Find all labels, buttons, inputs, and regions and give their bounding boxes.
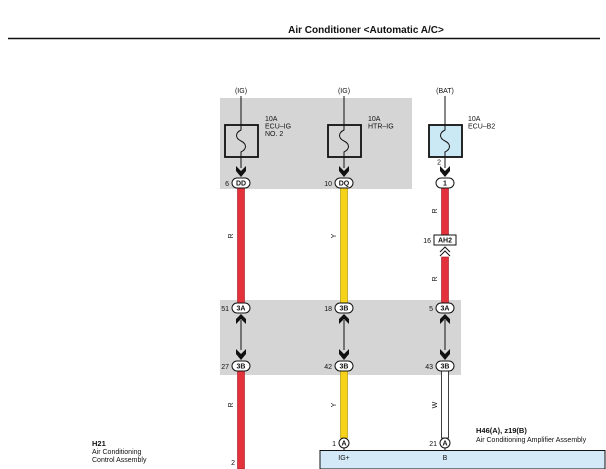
junction-lower-code: 3B — [340, 364, 349, 371]
junction-lower-pin: 42 — [324, 364, 332, 371]
junction-upper-pin: 18 — [324, 306, 332, 313]
fuse-rating: 10A — [265, 116, 278, 123]
terminal-arrow-up-icon — [236, 314, 246, 324]
wire-htr-ig-lower — [340, 370, 348, 439]
terminal-arrow-up-icon — [440, 314, 450, 324]
circuit-ecu-ig-no2: (IG) 10A ECU–IG NO. 2 DD 6 R 3A 51 3B 27… — [221, 88, 291, 467]
connector-dq-code: DQ — [339, 181, 350, 188]
fuse-element-icon — [339, 125, 349, 157]
junction-upper-code: 3A — [237, 306, 246, 313]
power-source-label: (IG) — [338, 88, 350, 95]
page-title: Air Conditioner <Automatic A/C> — [288, 25, 444, 36]
wire-color-upper: Y — [331, 233, 338, 238]
fuse-terminal-pin: 2 — [437, 160, 441, 167]
terminal-arrow-down-icon — [440, 349, 450, 360]
terminal-arrow-down-icon — [440, 166, 450, 177]
junction-lower-pin: 43 — [425, 364, 433, 371]
fuse-name: ECU–IG — [265, 124, 291, 131]
end-terminal-pin: 1 — [332, 441, 336, 448]
fuse-rating: 10A — [368, 116, 381, 123]
fuse-rating: 10A — [468, 116, 481, 123]
fuse-name: HTR–IG — [368, 124, 394, 131]
end-terminal-connector: A — [442, 441, 447, 448]
control-name-line2: Control Assembly — [92, 457, 147, 464]
fuse-element-icon — [236, 125, 246, 157]
amplifier-assembly: H46(A), z19(B) Air Conditioning Amplifie… — [319, 426, 606, 469]
control-name-line1: Air Conditioning — [92, 449, 142, 456]
junction-lower-code: 3B — [237, 364, 246, 371]
junction-connector-lower — [334, 360, 354, 372]
connector-dd-pin: 6 — [225, 181, 229, 188]
terminal-arrow-down-icon — [339, 349, 349, 360]
wire-ecu-ig-lower — [237, 370, 245, 469]
circuit-htr-ig: (IG) 10A HTR–IG DQ 10 Y 3B 18 3B 42 Y A … — [324, 88, 394, 451]
wire-color-lower: W — [432, 401, 439, 408]
wire-ecu-b2-middle — [441, 256, 449, 304]
control-assembly: H21 Air Conditioning Control Assembly — [92, 439, 147, 464]
junction-upper-code: 3B — [340, 306, 349, 313]
connector-1 — [435, 177, 455, 189]
wire-color-middle: R — [432, 276, 439, 281]
end-pin: 2 — [231, 460, 235, 467]
amplifier-terminal-b: B — [443, 455, 448, 462]
terminal-arrow-up-icon — [339, 314, 349, 324]
power-source-label: (BAT) — [436, 88, 454, 95]
fuse-element-icon — [440, 125, 450, 157]
connector-dd-code: DD — [236, 181, 246, 188]
amplifier-terminal-ig: IG+ — [338, 455, 349, 462]
junction-upper-code: 3A — [441, 306, 450, 313]
junction-connector-lower — [435, 360, 455, 372]
connector-1-code: 1 — [443, 181, 447, 188]
junction-upper-pin: 51 — [221, 306, 229, 313]
junction-connector-upper — [435, 302, 455, 314]
wire-color-lower: R — [228, 402, 235, 407]
wire-ecu-ig-upper — [237, 187, 245, 304]
inline-connector-pin: 16 — [423, 238, 431, 245]
power-source-label: (IG) — [235, 88, 247, 95]
junction-upper-pin: 5 — [429, 306, 433, 313]
end-terminal-pin: 21 — [429, 441, 437, 448]
junction-lower-code: 3B — [441, 364, 450, 371]
double-chevron-up-icon — [439, 246, 451, 253]
fuse-block-shade — [220, 98, 412, 189]
terminal-arrow-down-icon — [339, 166, 349, 177]
wire-color-upper: R — [228, 233, 235, 238]
junction-connector-upper — [334, 302, 354, 314]
connector-dd — [231, 177, 251, 189]
wire-color-lower: Y — [331, 402, 338, 407]
inline-connector-ah2 — [433, 234, 457, 246]
connector-dq — [334, 177, 354, 189]
inline-connector-code: AH2 — [438, 238, 452, 245]
end-terminal-connector: A — [341, 441, 346, 448]
amplifier-body — [319, 450, 606, 469]
wire-ecu-b2-upper — [441, 187, 449, 236]
wire-ecu-b2-lower — [441, 370, 449, 439]
wire-htr-ig-upper — [340, 187, 348, 304]
junction-connector-upper — [231, 302, 251, 314]
connector-dq-pin: 10 — [324, 181, 332, 188]
circuit-ecu-b2: (BAT) 10A ECU–B2 2 1 R AH2 16 R 3A 5 3B … — [423, 88, 495, 451]
junction-lower-pin: 27 — [221, 364, 229, 371]
fuse-name: ECU–B2 — [468, 124, 495, 131]
terminal-arrow-down-icon — [236, 166, 246, 177]
wire-color-upper: R — [432, 208, 439, 213]
amplifier-name: Air Conditioning Amplifier Assembly — [476, 437, 587, 444]
double-chevron-up-icon — [439, 250, 451, 257]
terminal-arrow-down-icon — [236, 349, 246, 360]
control-id: H21 — [92, 439, 106, 448]
amplifier-id: H46(A), z19(B) — [476, 426, 527, 435]
junction-connector-lower — [231, 360, 251, 372]
fuse-name-line2: NO. 2 — [265, 131, 283, 138]
